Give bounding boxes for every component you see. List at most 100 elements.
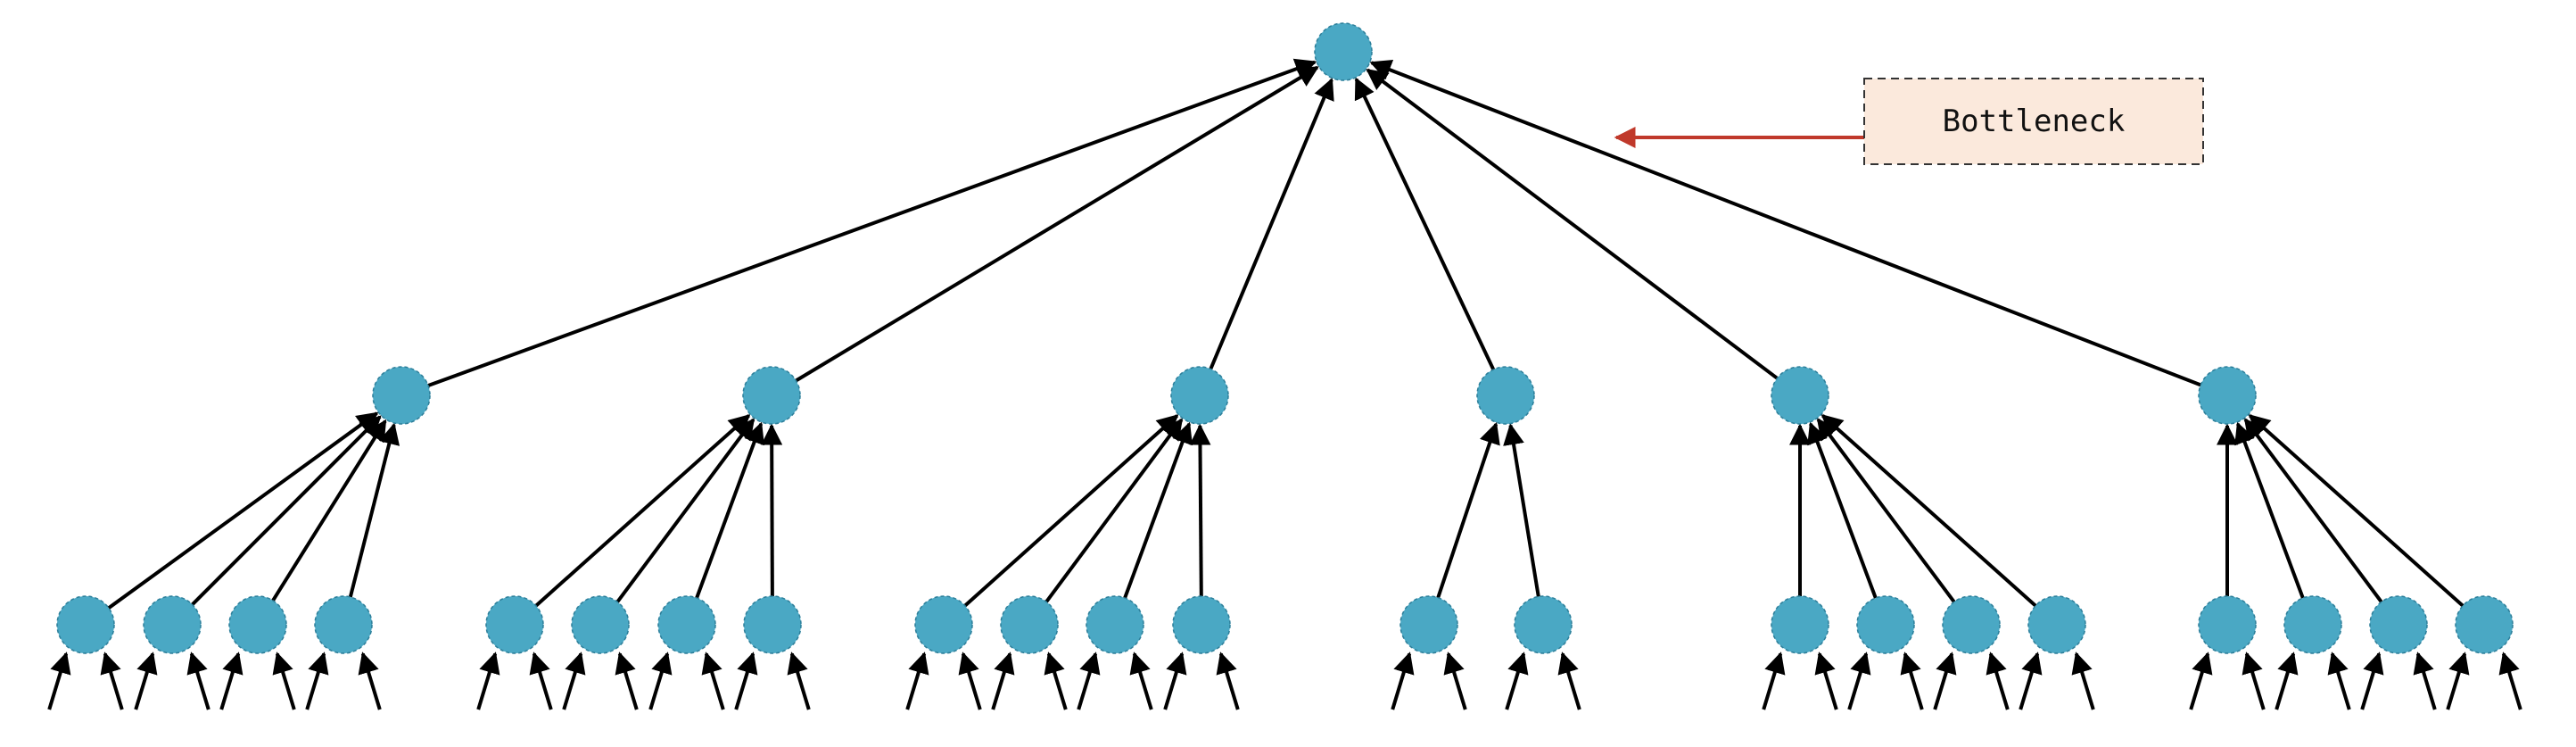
edge-leaf-to-mid: [534, 414, 751, 608]
edge-input-to-leaf: [219, 652, 244, 710]
edge-input-to-leaf: [958, 652, 982, 710]
leaf-node: [657, 595, 716, 654]
edge-input-to-leaf: [1163, 652, 1187, 710]
leaf-node: [1942, 595, 2001, 654]
edge-leaf-to-mid: [2248, 414, 2465, 608]
edge-input-to-leaf: [1044, 652, 1068, 710]
leaf-node: [571, 595, 630, 654]
leaf-node: [2283, 595, 2342, 654]
leaf-node: [1771, 595, 1829, 654]
edge-input-to-leaf: [2189, 652, 2213, 710]
edge-input-to-leaf: [615, 652, 639, 710]
edge-leaf-to-mid: [271, 419, 387, 602]
edge-input-to-leaf: [1933, 652, 1957, 710]
edge-input-to-leaf: [1762, 652, 1786, 710]
edge-input-to-leaf: [1986, 652, 2010, 710]
edge-leaf-to-mid: [1816, 418, 1956, 603]
bottleneck-annotation: Bottleneck: [1614, 78, 2204, 165]
edge-mid-to-root: [1209, 78, 1334, 370]
edge-leaf-to-mid: [615, 418, 755, 603]
edge-input-to-leaf: [2242, 652, 2266, 710]
leaf-node: [1172, 595, 1231, 654]
edge-input-to-leaf: [701, 652, 725, 710]
bottleneck-label: Bottleneck: [1943, 104, 2126, 139]
edge-input-to-leaf: [1443, 652, 1467, 710]
edge-leaf-to-mid: [1044, 418, 1184, 603]
edge-leaf-to-mid: [191, 415, 382, 606]
edge-leaf-to-mid: [695, 421, 764, 599]
edge-input-to-leaf: [1557, 652, 1581, 710]
edge-leaf-to-mid: [348, 422, 400, 598]
edge-input-to-leaf: [1900, 652, 1924, 710]
edge-leaf-to-mid: [1436, 421, 1500, 599]
mid-node: [1170, 366, 1229, 425]
edge-leaf-to-mid: [1821, 414, 2037, 608]
leaf-node: [743, 595, 802, 654]
edge-mid-to-root: [427, 58, 1317, 387]
leaf-node: [1514, 595, 1573, 654]
edge-input-to-leaf: [47, 652, 71, 710]
leaf-node: [228, 595, 287, 654]
leaf-node: [2198, 595, 2257, 654]
edge-input-to-leaf: [562, 652, 586, 710]
edge-input-to-leaf: [2019, 652, 2043, 710]
edge-layer: [47, 58, 2522, 710]
bottleneck-label-box: [1863, 78, 2204, 165]
edge-mid-to-root: [1354, 77, 1496, 370]
edge-input-to-leaf: [134, 652, 158, 710]
edge-input-to-leaf: [2446, 652, 2470, 710]
leaf-node: [2455, 595, 2514, 654]
leaf-node: [485, 595, 544, 654]
mid-node: [1771, 366, 1829, 425]
edge-input-to-leaf: [529, 652, 553, 710]
edge-input-to-leaf: [787, 652, 811, 710]
edge-input-to-leaf: [1129, 652, 1153, 710]
edge-input-to-leaf: [100, 652, 124, 710]
edge-leaf-to-mid: [107, 411, 379, 610]
edge-input-to-leaf: [2327, 652, 2351, 710]
edge-mid-to-root: [1366, 68, 1779, 380]
root-node: [1314, 22, 1373, 81]
edge-input-to-leaf: [1814, 652, 1838, 710]
edge-mid-to-root: [795, 65, 1319, 383]
leaf-node: [1399, 595, 1458, 654]
leaf-node: [1856, 595, 1915, 654]
edge-input-to-leaf: [734, 652, 758, 710]
node-layer: [56, 22, 2514, 654]
mid-node: [2198, 366, 2257, 425]
edge-input-to-leaf: [991, 652, 1015, 710]
edge-mid-to-root: [1369, 59, 2201, 387]
edge-input-to-leaf: [1216, 652, 1240, 710]
mid-node: [372, 366, 431, 425]
edge-input-to-leaf: [476, 652, 500, 710]
edge-input-to-leaf: [1505, 652, 1529, 710]
edge-input-to-leaf: [305, 652, 329, 710]
edge-input-to-leaf: [1077, 652, 1101, 710]
edge-input-to-leaf: [272, 652, 296, 710]
leaf-node: [314, 595, 373, 654]
edge-leaf-to-mid: [2234, 421, 2305, 599]
edge-leaf-to-mid: [1123, 421, 1193, 599]
leaf-node: [1086, 595, 1144, 654]
edge-input-to-leaf: [1847, 652, 1871, 710]
edge-input-to-leaf: [358, 652, 382, 710]
edge-input-to-leaf: [186, 652, 211, 710]
leaf-node: [56, 595, 115, 654]
edge-input-to-leaf: [2360, 652, 2384, 710]
edge-input-to-leaf: [905, 652, 929, 710]
edge-leaf-to-mid: [963, 414, 1179, 608]
leaf-node: [2027, 595, 2086, 654]
mid-node: [1476, 366, 1535, 425]
edge-input-to-leaf: [2413, 652, 2437, 710]
edge-leaf-to-mid: [1807, 421, 1878, 599]
leaf-node: [914, 595, 973, 654]
leaf-node: [143, 595, 202, 654]
edge-input-to-leaf: [1391, 652, 1415, 710]
edge-leaf-to-mid: [1189, 423, 1211, 597]
edge-input-to-leaf: [2498, 652, 2522, 710]
edge-input-to-leaf: [2275, 652, 2299, 710]
edge-leaf-to-mid: [1503, 423, 1540, 597]
edge-input-to-leaf: [2071, 652, 2095, 710]
edge-input-to-leaf: [648, 652, 673, 710]
